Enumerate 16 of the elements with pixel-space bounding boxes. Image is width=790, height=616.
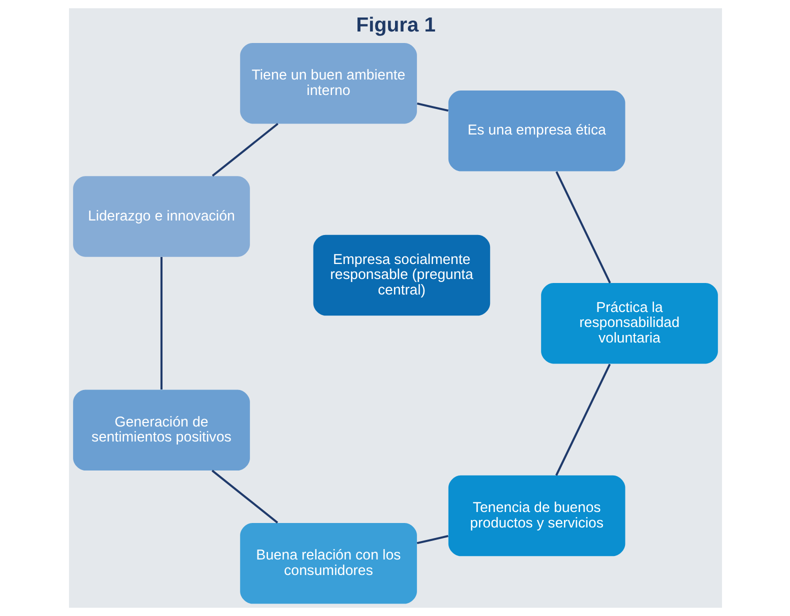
diagram-title: Figura 1 [356, 14, 436, 37]
node-box: Práctica la responsabilidad voluntaria [540, 282, 718, 364]
node-box: Es una empresa ética [448, 90, 625, 172]
connector [211, 122, 278, 177]
node-box: Tenencia de buenos productos y servicios [448, 475, 625, 556]
connector [416, 102, 448, 112]
node-box: Empresa socialmente responsable (pregunta central) [312, 234, 490, 316]
node-box: Buena relación con los consumidores [240, 522, 416, 604]
connector [211, 470, 278, 524]
connector [555, 171, 610, 284]
connector [160, 257, 162, 390]
node-box: Tiene un buen ambiente interno [240, 42, 416, 124]
connector [416, 535, 448, 544]
node-box: Liderazgo e innovación [72, 176, 250, 257]
node-box: Generación de sentimientos positivos [72, 390, 250, 471]
connector [554, 364, 610, 476]
